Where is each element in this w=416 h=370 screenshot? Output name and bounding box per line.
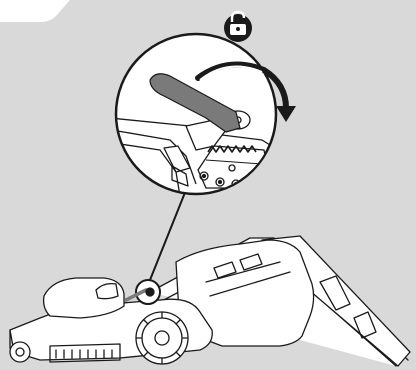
unlock-icon (224, 12, 252, 42)
rear-wheel (136, 312, 188, 364)
zoom-detail (110, 34, 296, 196)
corner-tab (0, 0, 70, 22)
lawn-mower (10, 236, 410, 366)
front-wheel (10, 342, 30, 362)
